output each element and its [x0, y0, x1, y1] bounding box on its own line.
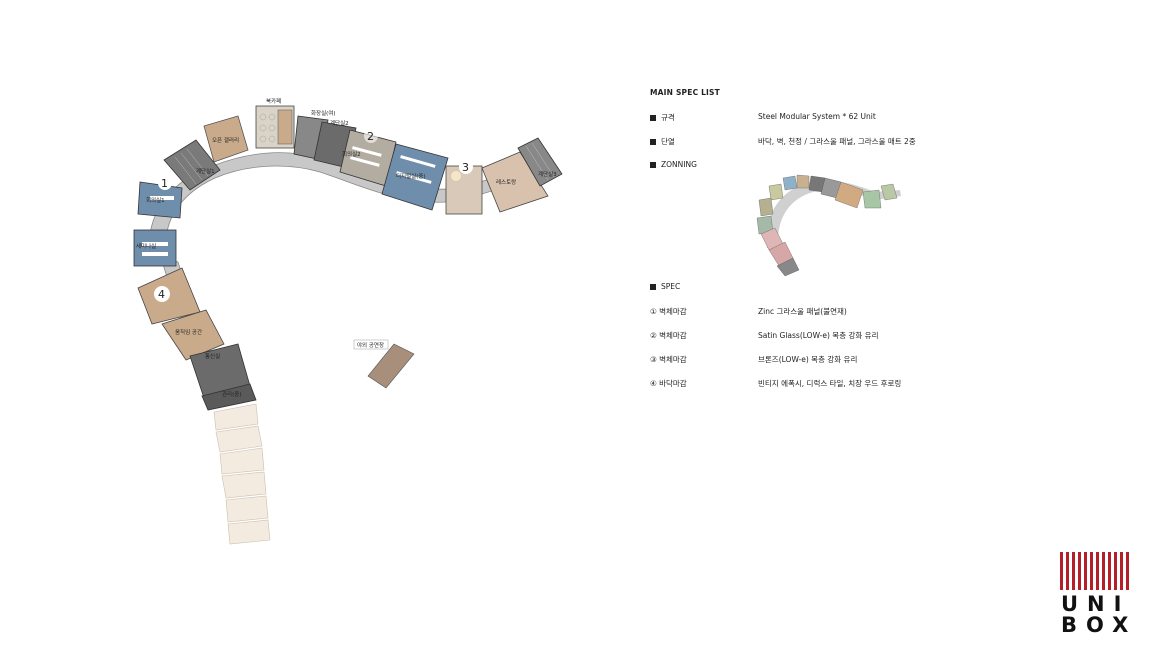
logo-stripes-icon: [1060, 552, 1129, 590]
room-bottom2: 움직임 공간: [161, 309, 225, 361]
label-library: 북카페: [266, 97, 281, 105]
logo-line2: BOX: [1061, 613, 1138, 637]
label-restroom: 화장실(여): [311, 109, 336, 117]
zoning-zone: [834, 181, 864, 209]
spec-value: 바닥, 벽, 천정 / 그라스울 패널, 그라스울 매트 2중: [758, 137, 916, 146]
spec-title: MAIN SPEC LIST: [650, 88, 720, 97]
spec-key: ④ 바닥마감: [650, 379, 687, 388]
room-seminar: 세미나실: [133, 229, 177, 267]
spec-key: ② 벽체마감: [650, 331, 687, 340]
label-bottom2: 움직임 공간: [175, 328, 202, 336]
room-restaurant: 레스토랑: [481, 151, 549, 213]
room-stair1: 계단실1: [163, 139, 221, 191]
zoning-zone: [758, 197, 774, 217]
spec-value: Zinc 그라스울 패널(불연재): [758, 307, 847, 316]
outdoor-canopy: [213, 403, 271, 545]
marker-1: 1: [158, 176, 172, 190]
zoning-zone: [880, 183, 898, 201]
marker-4: 4: [154, 286, 170, 302]
zoning-zone: [796, 174, 810, 189]
zoning-zone: [782, 175, 798, 191]
zoning-zone: [862, 189, 882, 209]
zoning-map: [756, 174, 901, 277]
label-open-gallery: 오픈 갤러리: [212, 136, 239, 144]
logo-line1: UNI: [1061, 592, 1131, 616]
room-office: 관리(중): [201, 383, 257, 411]
marker-4-text: 4: [158, 288, 165, 301]
spec-key: 규격: [661, 113, 675, 122]
label-outdoor: 야외 공연장: [357, 341, 384, 349]
spec-value: Steel Modular System * 62 Unit: [758, 112, 876, 121]
spec-value: Satin Glass(LOW-e) 복층 강화 유리: [758, 331, 879, 340]
spec-key: ① 벽체마감: [650, 307, 687, 316]
spec-key: ③ 벽체마감: [650, 355, 687, 364]
zoning-zone: [776, 257, 800, 277]
label-meeting2: 회의실2: [342, 150, 361, 158]
spec-key: 단열: [661, 137, 675, 146]
bullet-square-icon: [650, 161, 656, 168]
label-digital: 디지털실(중): [396, 172, 426, 180]
label-office: 관리(중): [222, 390, 241, 398]
label-meeting1: 회의실1: [146, 196, 165, 204]
room-meeting1: 회의실1: [137, 181, 183, 219]
marker-2-text: 2: [367, 130, 374, 143]
room-open-gallery: 오픈 갤러리: [203, 115, 249, 163]
marker-3-text: 3: [462, 161, 469, 174]
room-digital: 디지털실(중): [381, 143, 449, 211]
label-stair1: 계단실1: [196, 167, 215, 175]
room-stair3: 계단실3: [517, 137, 563, 187]
bullet-square-icon: [650, 138, 656, 145]
outdoor-stage: 야외 공연장: [353, 339, 415, 389]
marker-1-text: 1: [161, 177, 168, 190]
label-stair3: 계단실3: [538, 170, 557, 178]
label-restaurant: 레스토랑: [496, 178, 516, 186]
spec-header: SPEC: [661, 282, 681, 291]
marker-2: 2: [364, 129, 378, 143]
unibox-logo: UNI BOX: [1058, 552, 1138, 637]
bullet-square-icon: [650, 283, 656, 290]
spec-key: ZONNING: [661, 160, 697, 169]
label-seminar: 세미나실: [136, 242, 156, 250]
room-library: 북카페: [255, 97, 295, 149]
spec-value: 빈티지 에폭시, 디럭스 타일, 치장 우드 후로링: [758, 379, 902, 388]
label-stair2: 계단실2: [330, 119, 349, 127]
floor-plan: 북카페 오픈 갤러리 계단실1 회의실1 세미나실 화장실(여) 계단실2 회의…: [133, 97, 563, 545]
marker-3: 3: [459, 160, 473, 174]
bullet-square-icon: [650, 114, 656, 121]
zoning-zone: [768, 183, 784, 201]
spec-value: 브론즈(LOW-e) 복층 강화 유리: [758, 355, 858, 364]
label-cabin: 통신실: [205, 352, 220, 360]
room-pre: [445, 165, 483, 215]
room-meeting2: 회의실2: [339, 129, 397, 187]
